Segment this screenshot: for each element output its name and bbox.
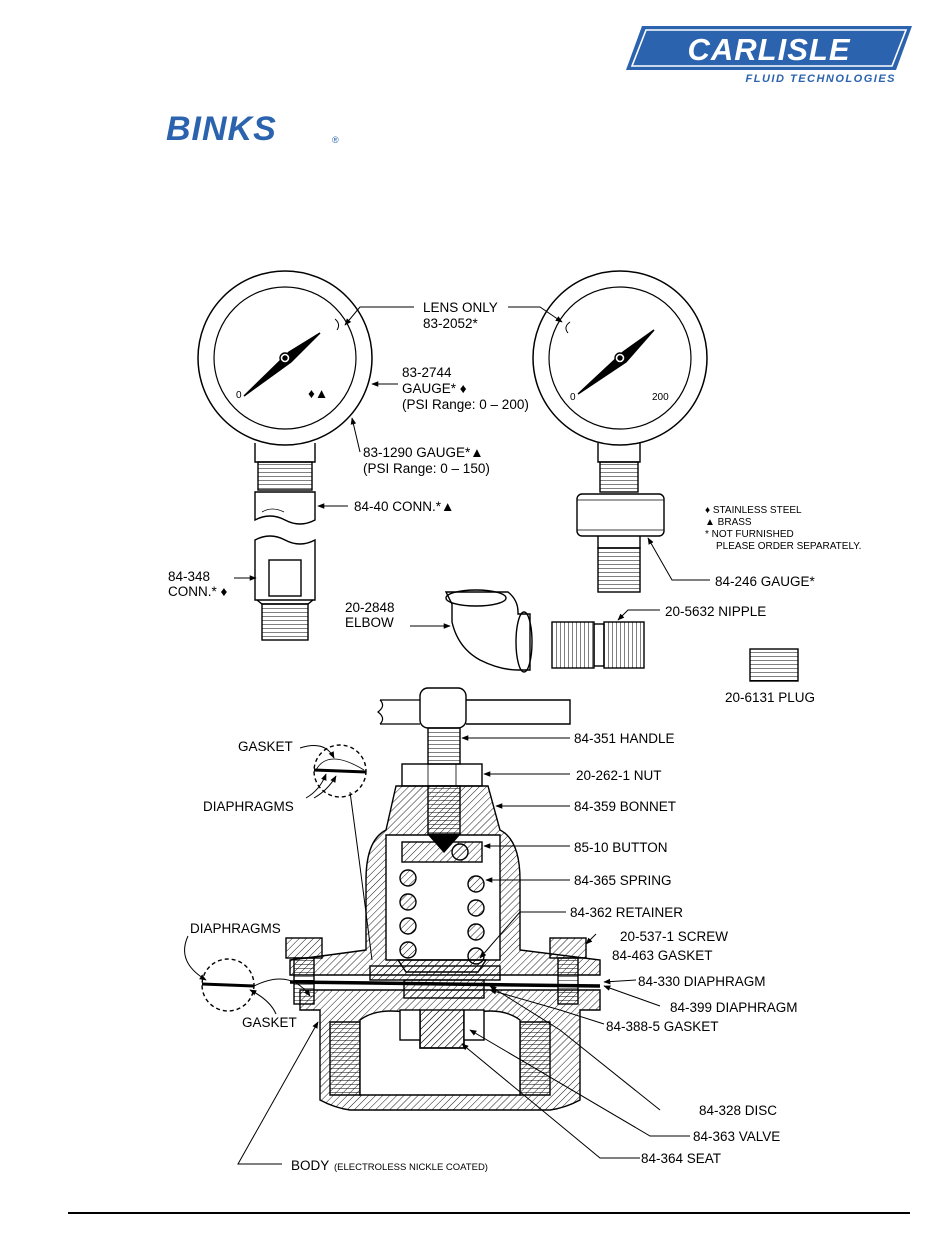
label-button: 85-10 BUTTON bbox=[574, 840, 668, 855]
label-gauge-2744-3: (PSI Range: 0 – 200) bbox=[402, 397, 529, 412]
label-diaphragm-399: 84-399 DIAPHRAGM bbox=[670, 1000, 798, 1015]
label-bonnet: 84-359 BONNET bbox=[574, 799, 676, 814]
label-gauge-2744-2: GAUGE* ♦ bbox=[402, 381, 467, 396]
conn-84-348 bbox=[254, 535, 316, 641]
label-diaphragms-left: DIAPHRAGMS bbox=[190, 921, 281, 936]
label-gauge-1290-1: 83-1290 GAUGE*▲ bbox=[363, 445, 484, 460]
label-disc: 84-328 DISC bbox=[699, 1103, 777, 1118]
binks-logo: BINKS ® bbox=[166, 112, 339, 146]
footer-rule bbox=[68, 1212, 910, 1214]
label-gasket-top: GASKET bbox=[238, 739, 293, 754]
label-lens-1: LENS ONLY bbox=[423, 300, 498, 315]
detail-left bbox=[201, 958, 255, 1012]
legend-not-furnished: * NOT FURNISHED bbox=[705, 529, 794, 540]
label-nut: 20-262-1 NUT bbox=[576, 768, 662, 783]
regulator-assembly bbox=[285, 687, 601, 1111]
label-gauge-1290-2: (PSI Range: 0 – 150) bbox=[363, 461, 490, 476]
carlisle-logo-badge bbox=[626, 26, 912, 70]
left-dial-symbols: ♦▲ bbox=[308, 386, 328, 401]
elbow-fitting bbox=[444, 589, 533, 673]
legend-stainless: ♦ STAINLESS STEEL bbox=[705, 505, 802, 516]
label-elbow-1: 20-2848 bbox=[345, 600, 395, 615]
regulator-button bbox=[401, 841, 483, 863]
label-seat: 84-364 SEAT bbox=[641, 1151, 721, 1166]
left-gauge-needle bbox=[243, 332, 321, 397]
label-gauge-84-246: 84-246 GAUGE* bbox=[715, 574, 816, 589]
material-legend: ♦ STAINLESS STEEL ▲ BRASS * NOT FURNISHE… bbox=[705, 505, 861, 552]
plug-fitting bbox=[749, 648, 799, 682]
label-plug: 20-6131 PLUG bbox=[725, 690, 815, 705]
carlisle-logo-tagline: FLUID TECHNOLOGIES bbox=[746, 73, 896, 84]
label-gasket-463: 84-463 GASKET bbox=[612, 948, 713, 963]
regulator-spring bbox=[399, 843, 485, 965]
label-valve: 84-363 VALVE bbox=[693, 1129, 780, 1144]
label-spring: 84-365 SPRING bbox=[574, 873, 672, 888]
right-dial-zero: 0 bbox=[570, 392, 576, 403]
label-elbow-2: ELBOW bbox=[345, 615, 394, 630]
label-diaphragms-top: DIAPHRAGMS bbox=[203, 799, 294, 814]
label-body: BODY bbox=[291, 1158, 329, 1173]
label-diaphragm-330: 84-330 DIAPHRAGM bbox=[638, 974, 766, 989]
detail-top bbox=[313, 744, 367, 798]
binks-logo-mark: ® bbox=[332, 135, 339, 145]
carlisle-logo-name: CARLISLE bbox=[688, 32, 851, 67]
label-conn-84-348-2: CONN.* ♦ bbox=[168, 584, 228, 599]
conn-84-40 bbox=[254, 491, 316, 525]
label-nipple: 20-5632 NIPPLE bbox=[665, 604, 766, 619]
label-conn-84-348-1: 84-348 bbox=[168, 569, 210, 584]
left-gauge bbox=[197, 270, 373, 491]
label-gauge-2744-1: 83-2744 bbox=[402, 365, 452, 380]
label-retainer: 84-362 RETAINER bbox=[570, 905, 683, 920]
label-gasket-388: 84-388-5 GASKET bbox=[606, 1019, 719, 1034]
binks-logo-name: BINKS bbox=[166, 112, 277, 146]
right-gauge bbox=[532, 270, 708, 593]
label-body-note: (ELECTROLESS NICKLE COATED) bbox=[334, 1162, 488, 1173]
nipple-fitting bbox=[551, 621, 645, 669]
label-screw: 20-537-1 SCREW bbox=[620, 929, 728, 944]
right-dial-max: 200 bbox=[652, 392, 669, 403]
label-lens-2: 83-2052* bbox=[423, 316, 479, 331]
label-handle: 84-351 HANDLE bbox=[574, 731, 675, 746]
left-dial-zero: 0 bbox=[236, 390, 242, 401]
label-conn-84-40: 84-40 CONN.*▲ bbox=[354, 499, 454, 514]
legend-brass: ▲ BRASS bbox=[705, 517, 752, 528]
label-gasket-left: GASKET bbox=[242, 1015, 297, 1030]
carlisle-logo: CARLISLE FLUID TECHNOLOGIES bbox=[626, 26, 912, 84]
legend-order: PLEASE ORDER SEPARATELY. bbox=[716, 541, 861, 552]
